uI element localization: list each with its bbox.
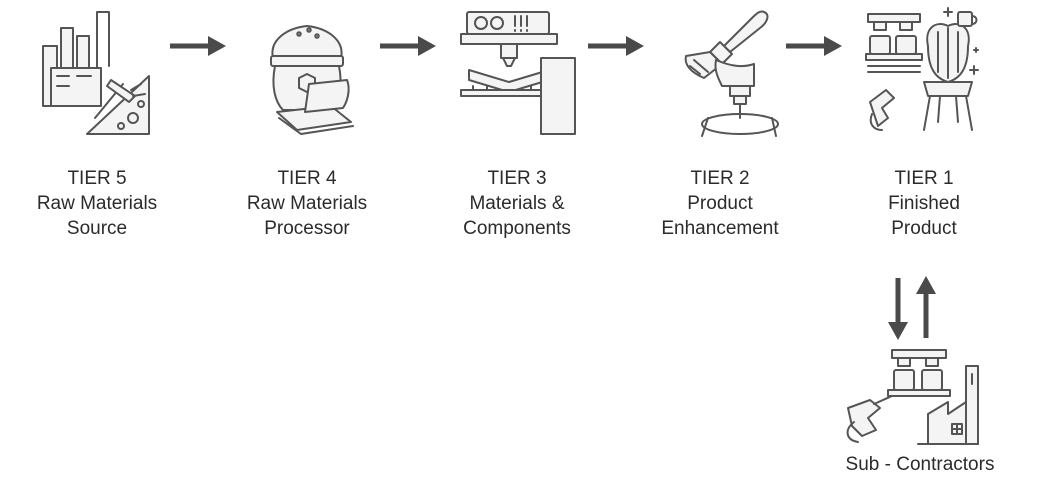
tier-1-line2: Product — [891, 218, 957, 239]
tier-5-line1: Raw Materials — [36, 193, 158, 214]
tier-5-label: TIER 5 Raw Materials Source — [17, 166, 177, 241]
tier-2-line1: Product — [687, 193, 753, 214]
tier-5-title: TIER 5 — [67, 168, 127, 189]
tier-1: TIER 1 Finished Product — [844, 0, 1004, 260]
arrow-tier4-to-tier3-icon — [380, 36, 436, 56]
tier-1-label: TIER 1 Finished Product — [844, 166, 1004, 241]
tier-2-line2: Enhancement — [661, 218, 779, 239]
tier-3-line1: Materials & — [469, 193, 565, 214]
finished-chair-icon — [865, 7, 979, 131]
tier-4: TIER 4 Raw Materials Processor — [227, 0, 387, 260]
bidirectional-arrows-icon — [888, 276, 936, 340]
tier-3: TIER 3 Materials & Components — [437, 0, 597, 260]
tier-1-title: TIER 1 — [894, 168, 954, 189]
tier-4-title: TIER 4 — [277, 168, 337, 189]
arrow-tier5-to-tier4-icon — [170, 36, 226, 56]
paintbrush-finishing-icon — [684, 10, 779, 137]
subcontractor-factory-icon — [846, 349, 979, 445]
tier-2: TIER 2 Product Enhancement — [640, 0, 800, 260]
tier-2-label: TIER 2 Product Enhancement — [640, 166, 800, 241]
subcontractors: Sub - Contractors — [820, 334, 1020, 484]
material-sack-sheets-icon — [270, 25, 354, 135]
tier-3-title: TIER 3 — [487, 168, 547, 189]
press-machine-icon — [460, 11, 576, 135]
tier-4-label: TIER 4 Raw Materials Processor — [227, 166, 387, 241]
tier-2-title: TIER 2 — [690, 168, 750, 189]
tier-5: TIER 5 Raw Materials Source — [17, 0, 177, 260]
tier-3-label: TIER 3 Materials & Components — [437, 166, 597, 241]
tier-5-line2: Source — [66, 218, 128, 239]
tier-1-line1: Finished — [888, 193, 960, 214]
arrow-tier3-to-tier2-icon — [588, 36, 644, 56]
tier-3-line2: Components — [463, 218, 571, 239]
subcontractors-label: Sub - Contractors — [845, 454, 995, 475]
arrow-tier2-to-tier1-icon — [786, 36, 842, 56]
mining-factory-icon — [42, 11, 150, 135]
tier-4-line1: Raw Materials — [246, 193, 368, 214]
tier-4-line2: Processor — [264, 218, 350, 239]
